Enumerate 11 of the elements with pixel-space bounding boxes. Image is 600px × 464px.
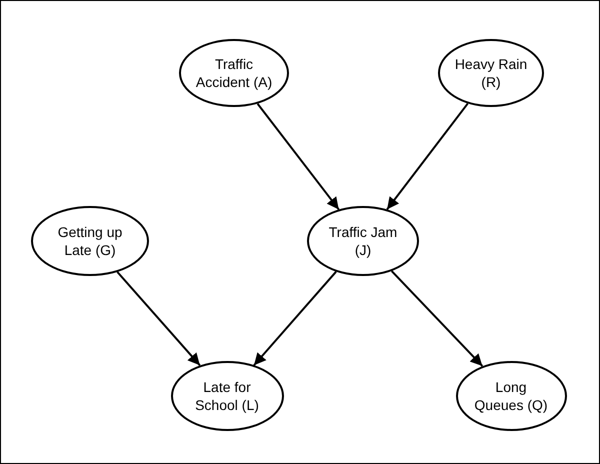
ellipse-node: Traffic Accident (A) xyxy=(179,39,289,107)
arrow xyxy=(390,270,484,367)
arrow xyxy=(253,271,337,366)
ellipse-node: Long Queues (Q) xyxy=(456,361,566,431)
arrow xyxy=(116,271,201,366)
arrow xyxy=(256,103,340,210)
arrow xyxy=(386,102,469,210)
ellipse-node: Traffic Jam (J) xyxy=(307,206,419,276)
ellipse-node: Late for School (L) xyxy=(170,361,284,431)
ellipse-node: Heavy Rain (R) xyxy=(438,39,544,107)
ellipse-node: Getting up Late (G) xyxy=(31,206,149,276)
